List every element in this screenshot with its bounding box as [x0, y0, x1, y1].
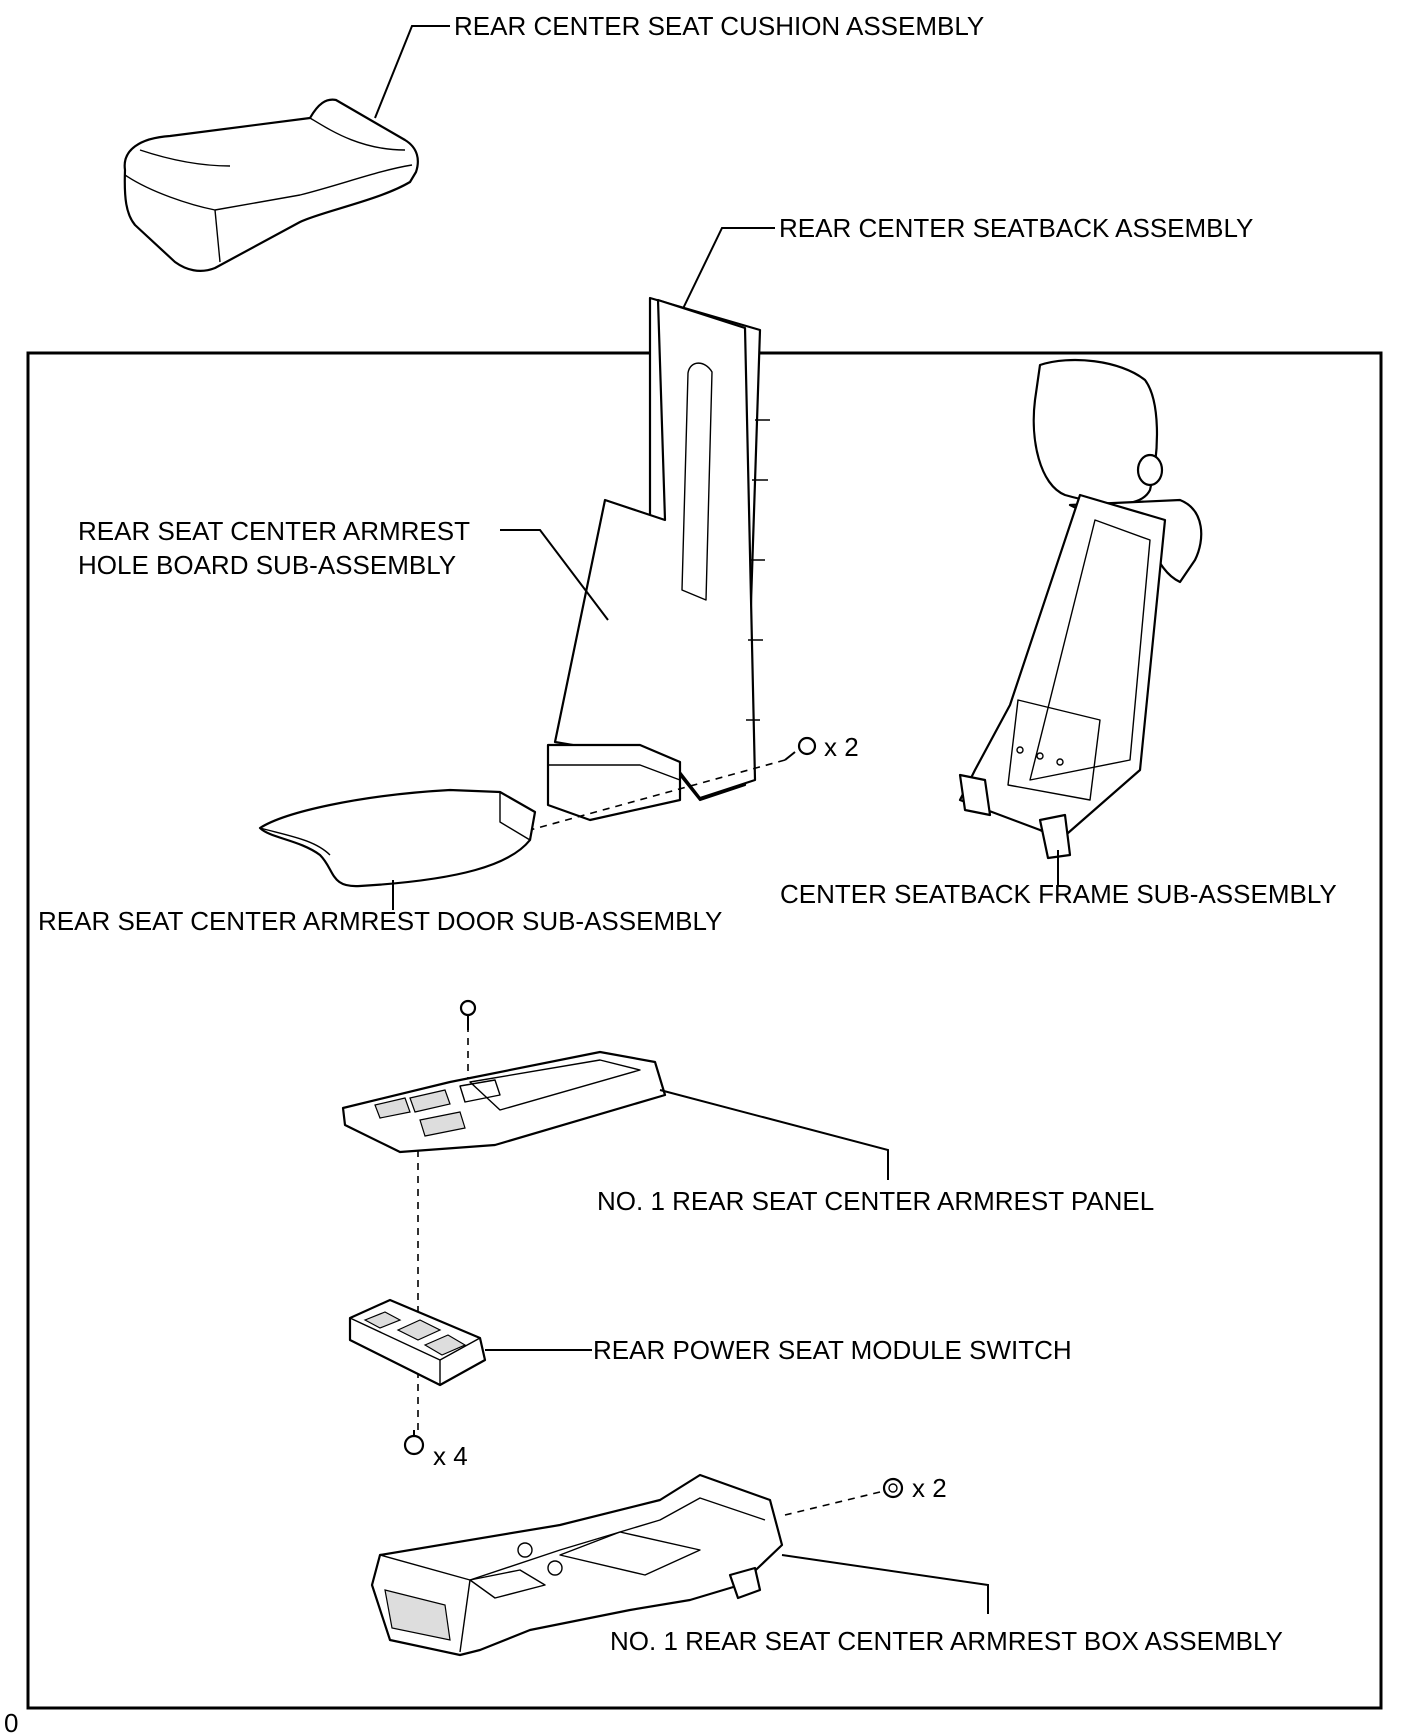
screw-icon [403, 1430, 425, 1456]
hole-board-leader [500, 529, 609, 621]
seatback-label: REAR CENTER SEATBACK ASSEMBLY [779, 213, 1253, 243]
rear-center-seat-cushion-drawing [123, 98, 419, 272]
hole-board-screw-qty: x 2 [824, 732, 859, 762]
screw-icon [784, 736, 817, 761]
switch-screw-qty: x 4 [433, 1441, 468, 1471]
cushion-label: REAR CENTER SEAT CUSHION ASSEMBLY [454, 11, 984, 41]
armrest-panel-drawing [341, 1050, 667, 1154]
panel-label: NO. 1 REAR SEAT CENTER ARMREST PANEL [597, 1186, 1154, 1216]
box-leader [781, 1554, 989, 1614]
hole-board-label-line1: REAR SEAT CENTER ARMREST [78, 516, 470, 546]
nut-icon [882, 1477, 904, 1499]
armrest-door-drawing [258, 788, 537, 888]
hole-board-screw-line [529, 759, 786, 831]
screw-icon [459, 999, 477, 1030]
power-seat-switch-drawing [348, 1298, 487, 1387]
hole-board-drawing [546, 296, 770, 822]
cushion-leader [374, 25, 450, 119]
box-nut-qty: x 2 [912, 1473, 947, 1503]
armrest-box-drawing [370, 1473, 784, 1657]
center-seatback-frame-drawing [958, 358, 1203, 860]
box-label: NO. 1 REAR SEAT CENTER ARMREST BOX ASSEM… [610, 1626, 1283, 1656]
hole-board-label-line2: HOLE BOARD SUB-ASSEMBLY [78, 550, 456, 580]
box-nut-line [784, 1491, 881, 1516]
switch-label: REAR POWER SEAT MODULE SWITCH [593, 1335, 1072, 1365]
corner-mark: 0 [4, 1708, 18, 1734]
panel-leader [659, 1089, 889, 1180]
frame-label: CENTER SEATBACK FRAME SUB-ASSEMBLY [780, 879, 1337, 909]
door-label: REAR SEAT CENTER ARMREST DOOR SUB-ASSEMB… [38, 906, 722, 936]
